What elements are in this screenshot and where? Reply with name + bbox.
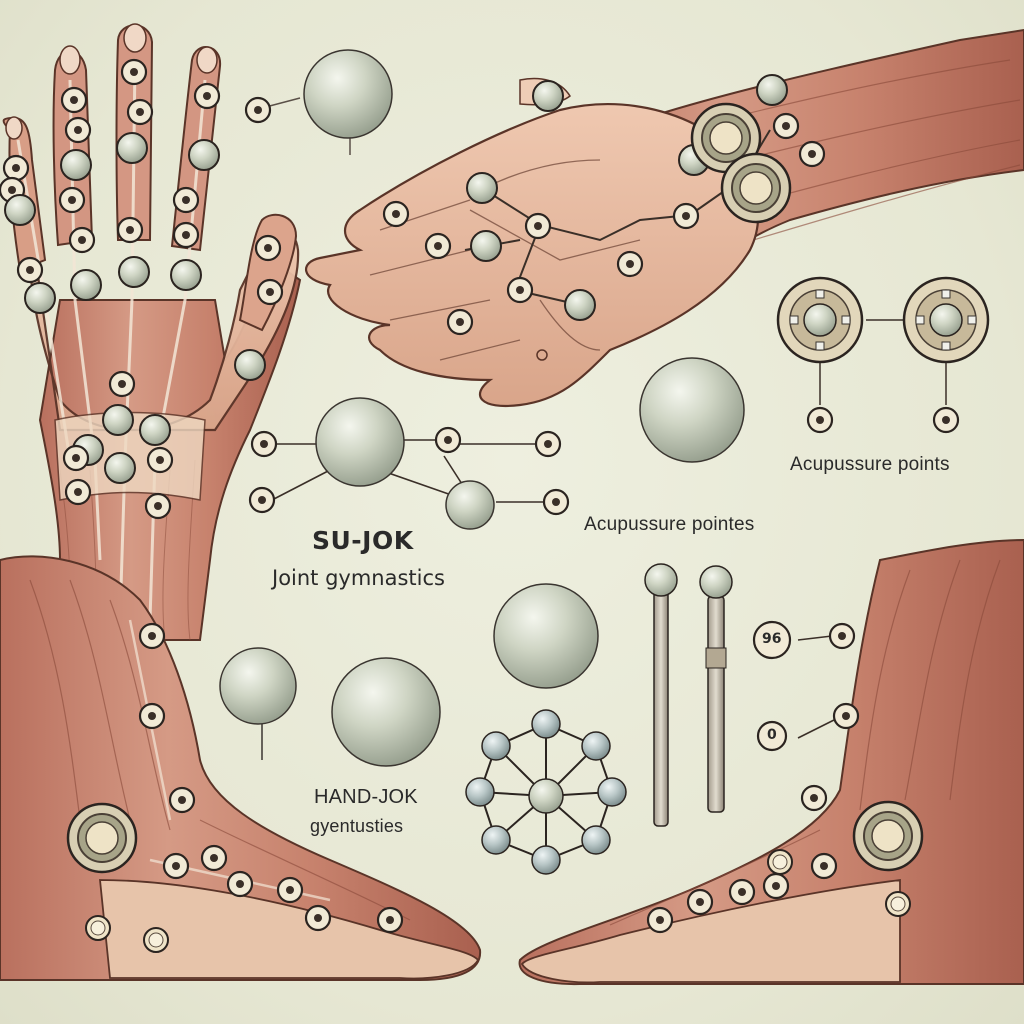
acupressure-label-center: Acupussure pointes xyxy=(584,514,755,535)
point-tag-96: 96 xyxy=(762,631,782,647)
sphere-network-middle xyxy=(248,397,570,530)
title-label: SU-JOK xyxy=(312,526,414,555)
left-hand-drawing xyxy=(0,23,302,641)
sphere-diagram-top xyxy=(244,49,393,155)
subtitle-label: Joint gymnastics xyxy=(272,566,445,590)
star-network xyxy=(465,709,627,875)
massage-rods xyxy=(644,563,733,827)
point-diagram-right xyxy=(776,276,990,434)
hand-jok-label: HAND-JOK xyxy=(314,786,418,808)
point-tag-0: 0 xyxy=(767,727,777,743)
hand-jok-sublabel: gyentusties xyxy=(310,816,404,836)
acupressure-label-right: Acupussure points xyxy=(790,454,950,475)
right-foot-drawing xyxy=(518,538,1024,986)
left-foot-drawing xyxy=(0,555,482,981)
massage-balls xyxy=(219,583,599,767)
sphere-large-right xyxy=(639,357,745,463)
right-hand-drawing xyxy=(304,28,1024,408)
